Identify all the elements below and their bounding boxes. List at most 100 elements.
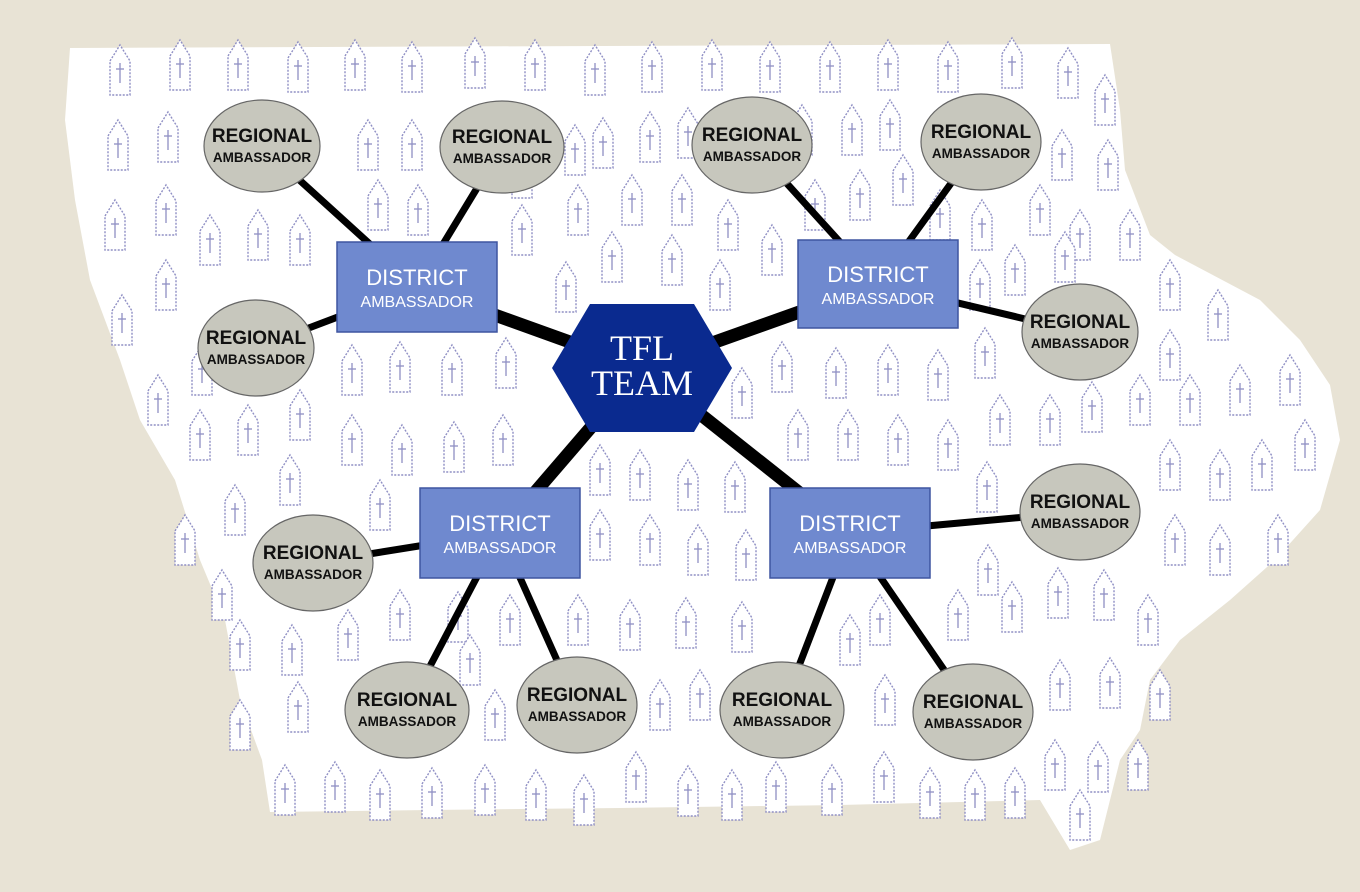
- church-icon: [1049, 658, 1071, 711]
- church-icon: [341, 343, 363, 396]
- regional-ambassador-nodes: REGIONALAMBASSADORREGIONALAMBASSADORREGI…: [197, 93, 1141, 761]
- church-icon: [717, 198, 739, 251]
- church-icon: [874, 673, 896, 726]
- church-icon: [671, 173, 693, 226]
- church-icon: [174, 513, 196, 566]
- church-icon: [157, 110, 179, 163]
- church-icon: [1081, 380, 1103, 433]
- church-icon: [689, 668, 711, 721]
- church-icon: [1004, 766, 1026, 819]
- church-icon-field: [104, 36, 1316, 841]
- regional-ellipse: [252, 514, 374, 612]
- church-icon: [573, 773, 595, 826]
- district-label-line-1: DISTRICT: [449, 511, 550, 536]
- church-icon: [821, 763, 843, 816]
- church-icon: [761, 223, 783, 276]
- church-icon: [1164, 513, 1186, 566]
- hub-line-1: TFL: [610, 328, 674, 368]
- regional-label-line-1: REGIONAL: [923, 692, 1024, 713]
- church-icon: [1094, 73, 1116, 126]
- church-icon: [1279, 353, 1301, 406]
- district-ambassador-nodes: DISTRICTAMBASSADORDISTRICTAMBASSADORDIST…: [336, 239, 959, 579]
- church-icon: [1069, 788, 1091, 841]
- district-label-line-1: DISTRICT: [366, 265, 467, 290]
- church-icon: [391, 423, 413, 476]
- regional-label-line-1: REGIONAL: [527, 685, 628, 706]
- church-icon: [287, 680, 309, 733]
- tfl-team-hexagon: [552, 304, 732, 432]
- church-icon: [369, 478, 391, 531]
- regional-label-line-2: AMBASSADOR: [264, 567, 363, 582]
- church-icon: [211, 568, 233, 621]
- church-icon: [701, 38, 723, 91]
- church-icon: [344, 38, 366, 91]
- church-icon: [401, 118, 423, 171]
- hub-line-2: TEAM: [591, 363, 693, 403]
- regional-label-line-1: REGIONAL: [1030, 492, 1131, 513]
- church-icon: [927, 348, 949, 401]
- regional-label-line-2: AMBASSADOR: [1031, 336, 1130, 351]
- regional-label-line-2: AMBASSADOR: [1031, 516, 1130, 531]
- church-icon: [709, 258, 731, 311]
- church-icon: [1129, 373, 1151, 426]
- church-icon: [1099, 656, 1121, 709]
- church-icon: [1069, 208, 1091, 261]
- regional-label-line-1: REGIONAL: [206, 328, 307, 349]
- tfl-team-hub: TFL TEAM: [552, 304, 732, 432]
- church-icon: [1093, 568, 1115, 621]
- church-icon: [324, 760, 346, 813]
- church-icon: [495, 336, 517, 389]
- regional-label-line-2: AMBASSADOR: [358, 714, 457, 729]
- church-icon: [407, 183, 429, 236]
- church-icon: [1149, 668, 1171, 721]
- district-box: [769, 487, 931, 579]
- church-icon: [621, 173, 643, 226]
- church-icon: [971, 198, 993, 251]
- church-icon: [279, 453, 301, 506]
- church-icon: [357, 118, 379, 171]
- regional-ellipse: [516, 656, 638, 754]
- church-icon: [229, 618, 251, 671]
- church-icon: [237, 403, 259, 456]
- church-icon: [1159, 258, 1181, 311]
- church-icon: [601, 230, 623, 283]
- church-icon: [677, 458, 699, 511]
- district-label-line-2: AMBASSADOR: [794, 540, 907, 557]
- church-icon: [1039, 393, 1061, 446]
- church-icon: [337, 608, 359, 661]
- church-icon: [639, 513, 661, 566]
- church-icon: [589, 508, 611, 561]
- church-icon: [104, 198, 126, 251]
- church-icon: [369, 768, 391, 821]
- church-icon: [1229, 363, 1251, 416]
- church-icon: [977, 543, 999, 596]
- church-icon: [841, 103, 863, 156]
- regional-label-line-2: AMBASSADOR: [213, 150, 312, 165]
- regional-label-line-2: AMBASSADOR: [703, 149, 802, 164]
- church-icon: [1097, 138, 1119, 191]
- regional-label-line-1: REGIONAL: [931, 122, 1032, 143]
- church-icon: [109, 43, 131, 96]
- church-icon: [524, 38, 546, 91]
- district-label-line-1: DISTRICT: [799, 511, 900, 536]
- church-icon: [731, 600, 753, 653]
- church-icon: [1251, 438, 1273, 491]
- church-icon: [869, 593, 891, 646]
- church-icon: [287, 40, 309, 93]
- church-icon: [771, 340, 793, 393]
- church-icon: [825, 346, 847, 399]
- church-icon: [1127, 738, 1149, 791]
- regional-label-line-1: REGIONAL: [452, 127, 553, 148]
- church-icon: [937, 40, 959, 93]
- church-icon: [421, 766, 443, 819]
- church-icon: [511, 203, 533, 256]
- regional-ellipse: [912, 663, 1034, 761]
